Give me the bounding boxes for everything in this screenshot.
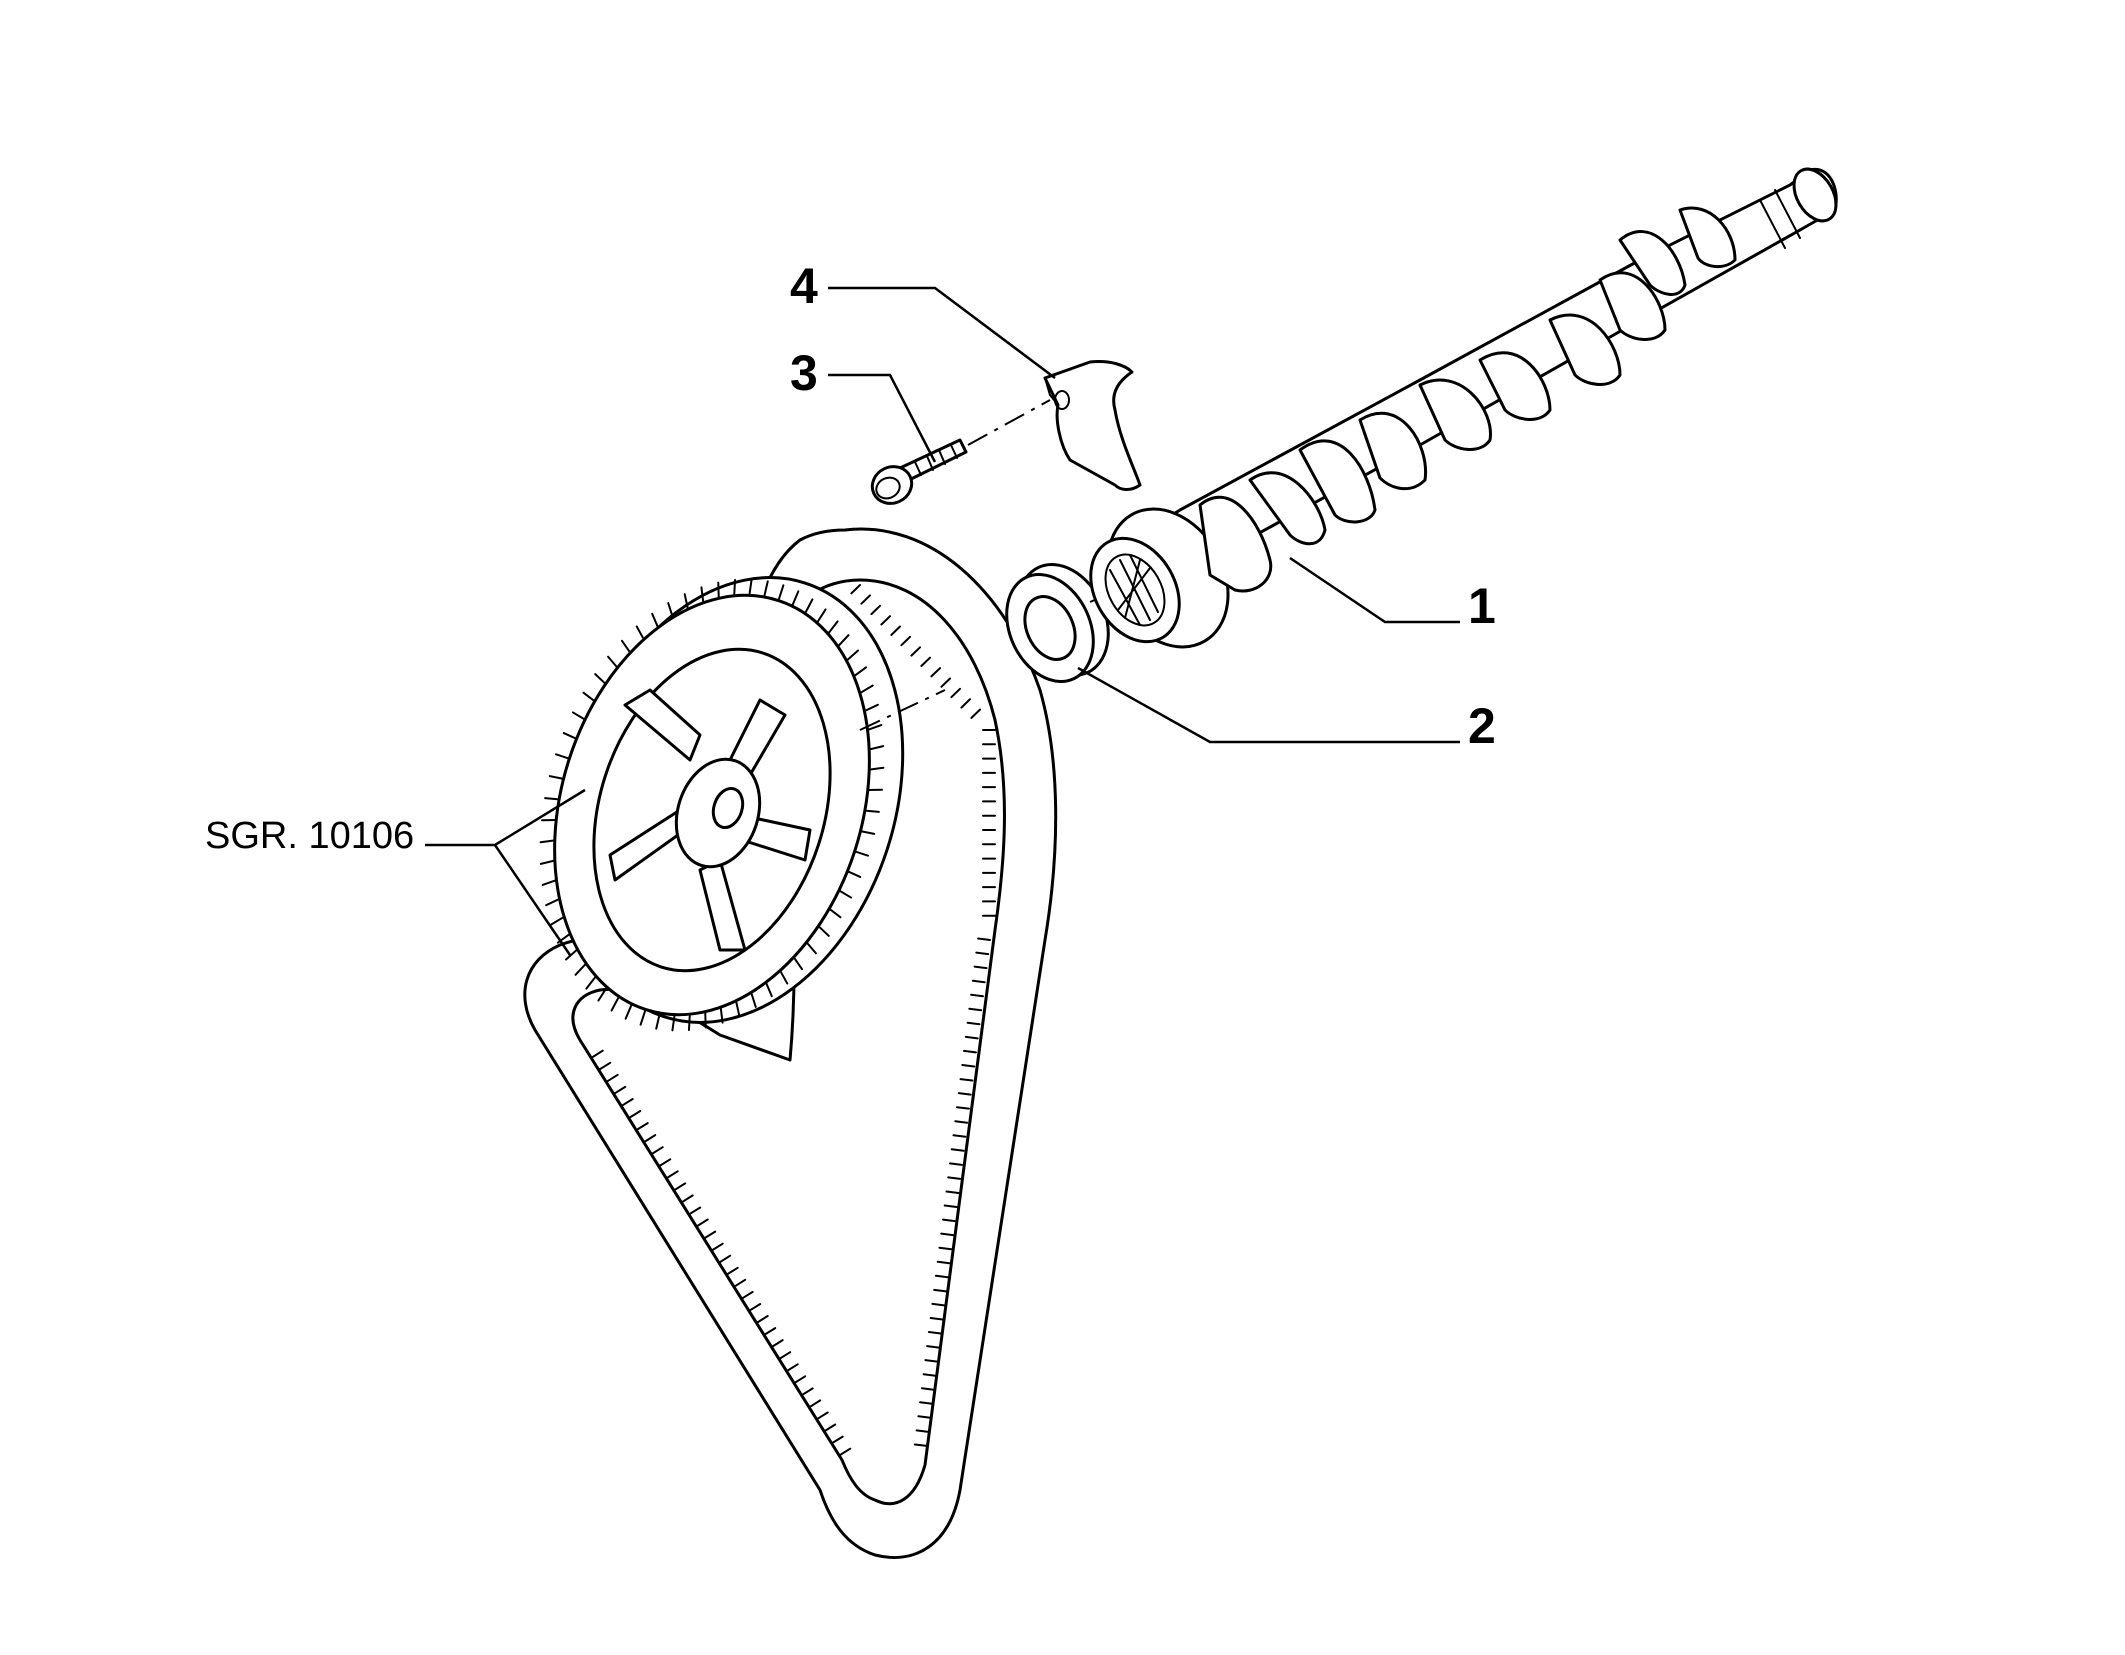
gear-tooth bbox=[635, 625, 645, 641]
callout-1-leader bbox=[1289, 556, 1460, 624]
gear-tooth bbox=[828, 907, 842, 919]
gear-tooth bbox=[700, 586, 705, 604]
gear-tooth bbox=[868, 766, 885, 771]
gear-tooth bbox=[683, 593, 689, 611]
gear-tooth bbox=[585, 975, 598, 990]
gear-tooth bbox=[624, 1002, 633, 1020]
gear-tooth bbox=[719, 1006, 724, 1024]
callout-3-label[interactable]: 3 bbox=[790, 345, 818, 401]
gear-tooth bbox=[826, 620, 839, 635]
gear-tooth bbox=[651, 612, 660, 629]
gear-tooth bbox=[748, 578, 753, 597]
reference-label[interactable]: SGR. 10106 bbox=[205, 815, 414, 857]
gear-tooth bbox=[858, 684, 874, 695]
gear-tooth bbox=[655, 1012, 661, 1030]
gear-tooth bbox=[544, 797, 561, 801]
gear-tooth bbox=[671, 1013, 676, 1032]
callout-1-label[interactable]: 1 bbox=[1468, 578, 1496, 634]
gear-tooth bbox=[639, 1008, 647, 1026]
gear-tooth bbox=[866, 724, 883, 731]
gear-tooth bbox=[779, 969, 789, 985]
gear-tooth bbox=[571, 711, 587, 721]
gear-tooth bbox=[541, 879, 558, 886]
gear-tooth bbox=[582, 691, 596, 703]
gear-tooth bbox=[548, 775, 565, 780]
thrust-plate[interactable] bbox=[1043, 360, 1142, 491]
gear-tooth bbox=[863, 809, 880, 813]
gear-tooth bbox=[733, 579, 737, 597]
gear-tooth bbox=[574, 962, 588, 976]
gear-tooth bbox=[853, 850, 869, 857]
gear-tooth bbox=[845, 649, 860, 662]
gear-tooth bbox=[792, 956, 804, 971]
callout-3-leader bbox=[828, 373, 937, 463]
bolt[interactable] bbox=[866, 438, 968, 510]
gear-tooth bbox=[791, 590, 800, 608]
gear-tooth bbox=[805, 941, 817, 955]
gear-tooth bbox=[687, 1013, 691, 1031]
gear-tooth bbox=[836, 634, 850, 648]
gear-tooth bbox=[803, 598, 814, 615]
callout-2-label[interactable]: 2 bbox=[1468, 698, 1496, 754]
gear-tooth bbox=[667, 602, 674, 619]
gear-tooth bbox=[607, 655, 619, 669]
gear-tooth bbox=[815, 608, 827, 624]
gear-tooth bbox=[550, 915, 566, 926]
gear-tooth bbox=[610, 995, 621, 1012]
gear-tooth bbox=[852, 666, 868, 678]
gear-tooth bbox=[764, 981, 773, 998]
gear-tooth bbox=[564, 948, 579, 961]
gear-tooth bbox=[539, 859, 556, 865]
gear-tooth bbox=[594, 673, 607, 685]
gear-tooth bbox=[620, 639, 632, 654]
gear-tooth bbox=[562, 732, 578, 740]
gear-tooth bbox=[863, 703, 879, 713]
gear-tooth bbox=[555, 753, 571, 760]
camshaft-pulley[interactable] bbox=[503, 534, 958, 1067]
gear-tooth bbox=[597, 986, 609, 1002]
reference-leader-branch bbox=[493, 844, 572, 956]
gear-tooth bbox=[868, 745, 885, 751]
camshaft[interactable] bbox=[1073, 162, 1845, 669]
gear-tooth bbox=[539, 839, 556, 844]
gear-tooth bbox=[704, 1010, 707, 1029]
gear-tooth bbox=[859, 830, 876, 835]
callout-4-leader bbox=[828, 286, 1056, 379]
gear-tooth bbox=[717, 581, 720, 600]
gear-tooth bbox=[777, 584, 785, 602]
gear-tooth bbox=[750, 991, 757, 1008]
gear-tooth bbox=[846, 870, 862, 878]
gear-tooth bbox=[763, 580, 769, 598]
gear-tooth bbox=[837, 889, 853, 899]
callout-4-label[interactable]: 4 bbox=[790, 258, 818, 314]
callout-2-leader bbox=[1077, 666, 1460, 744]
gear-tooth bbox=[735, 999, 741, 1017]
gear-tooth bbox=[545, 897, 561, 907]
gear-tooth bbox=[817, 925, 830, 937]
